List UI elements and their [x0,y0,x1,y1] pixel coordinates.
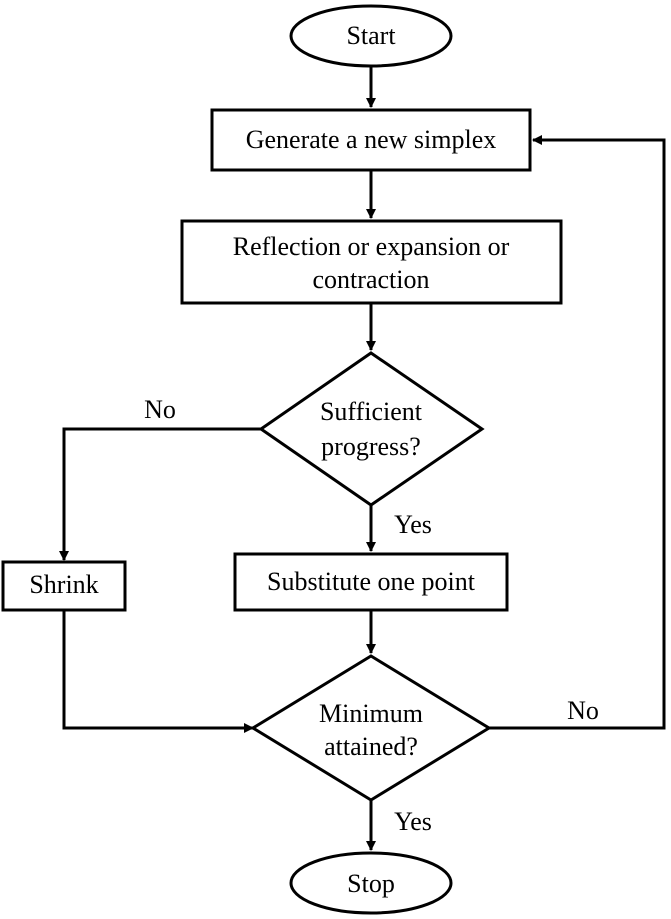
minimum-attained-label-line2: attained? [324,732,418,761]
shrink-label: Shrink [29,570,98,599]
sufficient-progress-label-line2: progress? [321,432,421,461]
progress-yes-label: Yes [394,510,432,539]
generate-simplex-box [210,108,532,172]
stop-label: Stop [347,869,395,898]
stop-terminal [289,851,453,915]
generate-simplex-label: Generate a new simplex [246,125,497,154]
arrow-minimum-no-to-generate [489,135,666,730]
start-label: Start [346,21,396,50]
arrow-shrink-to-minimum [62,610,254,733]
minimum-attained-decision [250,654,492,802]
arrow-progress-no-to-shrink [59,427,261,561]
sufficient-progress-label-line1: Sufficient [320,397,423,426]
minimum-yes-label: Yes [394,807,432,836]
reflection-label-line1: Reflection or expansion or [233,232,510,261]
shrink-box [1,560,127,612]
minimum-no-label: No [567,696,599,725]
minimum-attained-label-line1: Minimum [319,699,423,728]
progress-no-label: No [144,395,176,424]
sufficient-progress-decision [258,351,485,507]
substitute-point-label: Substitute one point [267,567,476,596]
reflection-label-line2: contraction [313,265,430,294]
